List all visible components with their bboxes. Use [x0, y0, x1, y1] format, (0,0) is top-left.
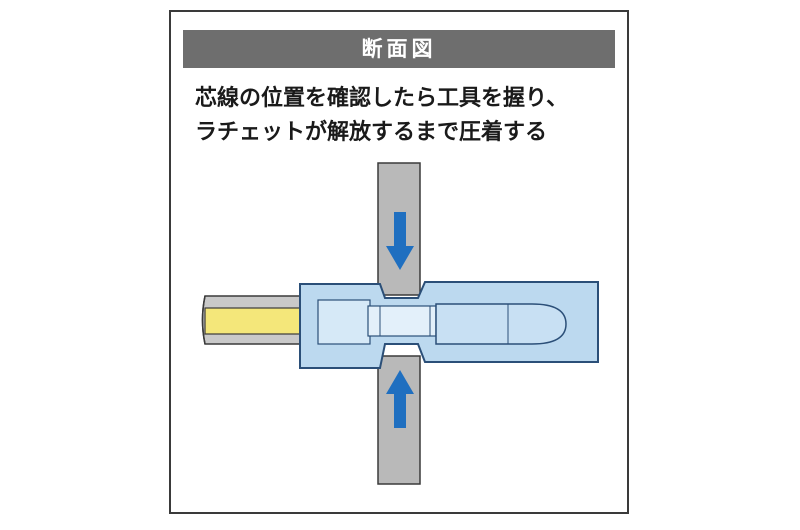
crimp-barrel	[367, 305, 437, 337]
sleeve-inner-barrel	[317, 299, 371, 345]
caption-line-1: 芯線の位置を確認したら工具を握り、	[195, 86, 569, 111]
arrow-up-icon	[386, 370, 414, 428]
caption-line-2: ラチェットが解放するまで圧着する	[195, 120, 548, 145]
pin-contact	[435, 303, 567, 345]
arrow-down-icon	[386, 212, 414, 270]
section-title: 断面図	[183, 30, 615, 68]
instruction-caption: 芯線の位置を確認したら工具を握り、 ラチェットが解放するまで圧着する	[195, 82, 615, 150]
